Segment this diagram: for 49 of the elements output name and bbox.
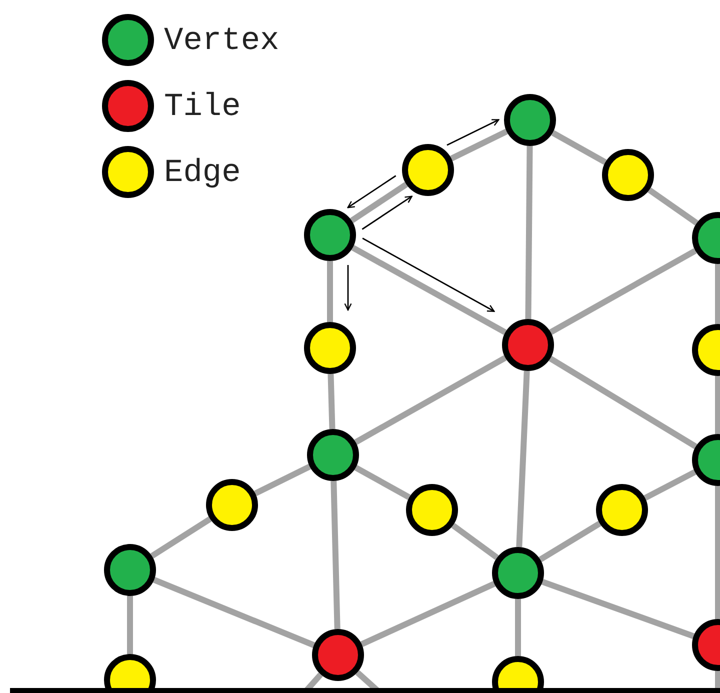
node-circle [492,547,544,599]
connector-line [648,187,698,226]
node-circle [402,144,454,196]
arrow [362,196,412,230]
connector-line [328,374,336,430]
arrow [344,265,352,311]
connector-line [327,261,333,322]
connector-line [350,182,408,224]
connector-line [538,520,602,562]
node-circle [104,544,156,596]
arrow [362,238,495,312]
node-circle [504,94,556,146]
node-circle [602,149,654,201]
node-circle [304,322,356,374]
node-circle [307,429,359,481]
legend-label: Vertex [164,22,280,58]
connector-line [351,245,507,335]
legend-label: Edge [164,154,241,190]
connector-line [715,671,720,688]
node-circle [304,209,356,261]
connector-line [525,146,533,320]
connector-line [549,248,697,335]
arrow [347,175,396,208]
connector-line [127,596,133,654]
connector-line [715,264,720,324]
node-circle [596,484,648,536]
connector-line [354,355,507,445]
connector-line [715,486,720,619]
node-circle [406,484,458,536]
connector-line [254,464,312,496]
connector-line [541,578,695,640]
connector-line [515,599,521,656]
arrow [446,119,500,146]
connector-line [644,469,696,501]
connector-line [548,356,698,450]
connector-line [330,480,340,630]
connector-line [150,516,212,559]
connector-line [152,577,316,648]
legend-label: Tile [164,88,241,124]
node-circle [502,319,554,371]
connector-line [451,522,499,560]
connector-line [715,376,720,434]
connector-line [450,128,508,162]
node-circle [206,479,258,531]
connector-line [354,465,411,500]
node-circle [312,629,364,681]
connector-line [551,130,607,165]
connector-line [360,581,496,647]
connector-line [516,370,530,548]
